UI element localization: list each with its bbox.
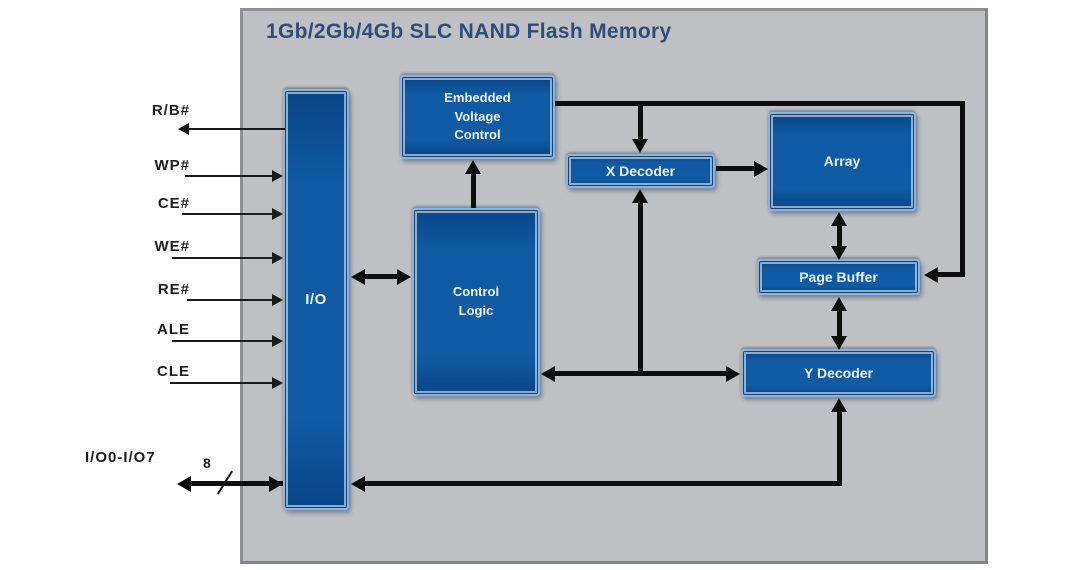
arrowhead-left-bus-icon xyxy=(177,476,191,492)
block-io: I/O xyxy=(283,89,349,510)
block-page-buffer: Page Buffer xyxy=(757,259,920,295)
arrowhead-up-array-icon xyxy=(831,212,847,226)
block-embedded-voltage-control: Embedded Voltage Control xyxy=(400,75,555,159)
arrowhead-up-evc-icon xyxy=(465,160,481,174)
block-io-label: I/O xyxy=(305,290,327,308)
signal-line-cle xyxy=(170,382,273,384)
arrowhead-up-y-decoder-icon xyxy=(831,398,847,412)
arrowhead-right-bus-icon xyxy=(269,476,283,492)
arrowhead-left-page-buffer-icon xyxy=(924,267,938,283)
connector-control-logic-y-decoder xyxy=(554,371,727,376)
arrowhead-right-cle-icon xyxy=(272,377,283,389)
arrowhead-left-io-icon xyxy=(351,269,365,285)
signal-line-ale xyxy=(172,340,273,342)
arrowhead-right-we-icon xyxy=(272,252,283,264)
connector-array-page-buffer xyxy=(837,224,842,250)
arrowhead-right-ce-icon xyxy=(272,208,283,220)
signal-line-re xyxy=(187,299,273,301)
arrowhead-right-control-logic-icon xyxy=(397,269,411,285)
signal-line-we xyxy=(172,257,273,259)
block-x-decoder-label: X Decoder xyxy=(605,162,676,179)
connector-page-buffer-y-decoder xyxy=(837,308,842,340)
arrowhead-up-page-buffer-icon xyxy=(831,297,847,311)
connector-xdecoder-array xyxy=(716,166,756,171)
connector-y-decoder-vertical xyxy=(837,410,842,486)
arrowhead-up-xdecoder-icon xyxy=(632,189,648,203)
arrowhead-right-array-icon xyxy=(754,161,768,177)
connector-xdecoder-midbus xyxy=(638,200,643,376)
block-y-decoder-label: Y Decoder xyxy=(804,364,873,381)
connector-io-control-logic xyxy=(362,274,399,279)
arrowhead-left-control-logic-icon xyxy=(541,366,555,382)
arrowhead-down-xdecoder-icon xyxy=(632,139,648,153)
bus-width-label: 8 xyxy=(203,455,211,471)
bus-line xyxy=(190,481,283,486)
signal-line-wp xyxy=(185,175,273,177)
block-page-buffer-label: Page Buffer xyxy=(799,268,878,285)
signal-label-we: WE# xyxy=(154,238,190,255)
connector-control-logic-evc xyxy=(471,172,476,208)
block-control-logic: Control Logic xyxy=(412,208,540,396)
signal-label-cle: CLE xyxy=(157,363,190,380)
arrowhead-right-wp-icon xyxy=(272,170,283,182)
connector-evc-top-line xyxy=(555,101,965,106)
signal-label-wp: WP# xyxy=(154,157,190,174)
arrowhead-left-io-bottom-icon xyxy=(351,476,365,492)
connector-y-decoder-io xyxy=(364,481,842,486)
signal-line-ce xyxy=(182,213,273,215)
diagram-title: 1Gb/2Gb/4Gb SLC NAND Flash Memory xyxy=(266,20,672,43)
arrowhead-right-re-icon xyxy=(272,294,283,306)
arrowhead-down-y-decoder-icon xyxy=(831,336,847,350)
block-array: Array xyxy=(768,112,916,211)
block-y-decoder: Y Decoder xyxy=(741,349,936,397)
arrowhead-down-page-buffer-icon xyxy=(831,246,847,260)
connector-to-page-buffer xyxy=(937,272,965,277)
signal-label-rb: R/B# xyxy=(151,102,190,119)
signal-label-ce: CE# xyxy=(157,195,190,212)
connector-branch-to-xdecoder xyxy=(638,101,643,139)
signal-line-rb xyxy=(189,128,285,130)
block-x-decoder: X Decoder xyxy=(566,154,715,188)
signal-label-re: RE# xyxy=(157,281,190,298)
arrowhead-right-y-decoder-icon xyxy=(726,366,740,382)
block-array-label: Array xyxy=(823,153,861,170)
arrowhead-right-ale-icon xyxy=(272,335,283,347)
block-evc-label: Embedded Voltage Control xyxy=(444,89,511,143)
block-control-logic-label: Control Logic xyxy=(452,284,500,318)
arrowhead-left-rb-icon xyxy=(178,123,189,135)
bus-label: I/O0-I/O7 xyxy=(85,449,156,466)
connector-right-vertical xyxy=(960,101,965,277)
signal-label-ale: ALE xyxy=(157,321,190,338)
